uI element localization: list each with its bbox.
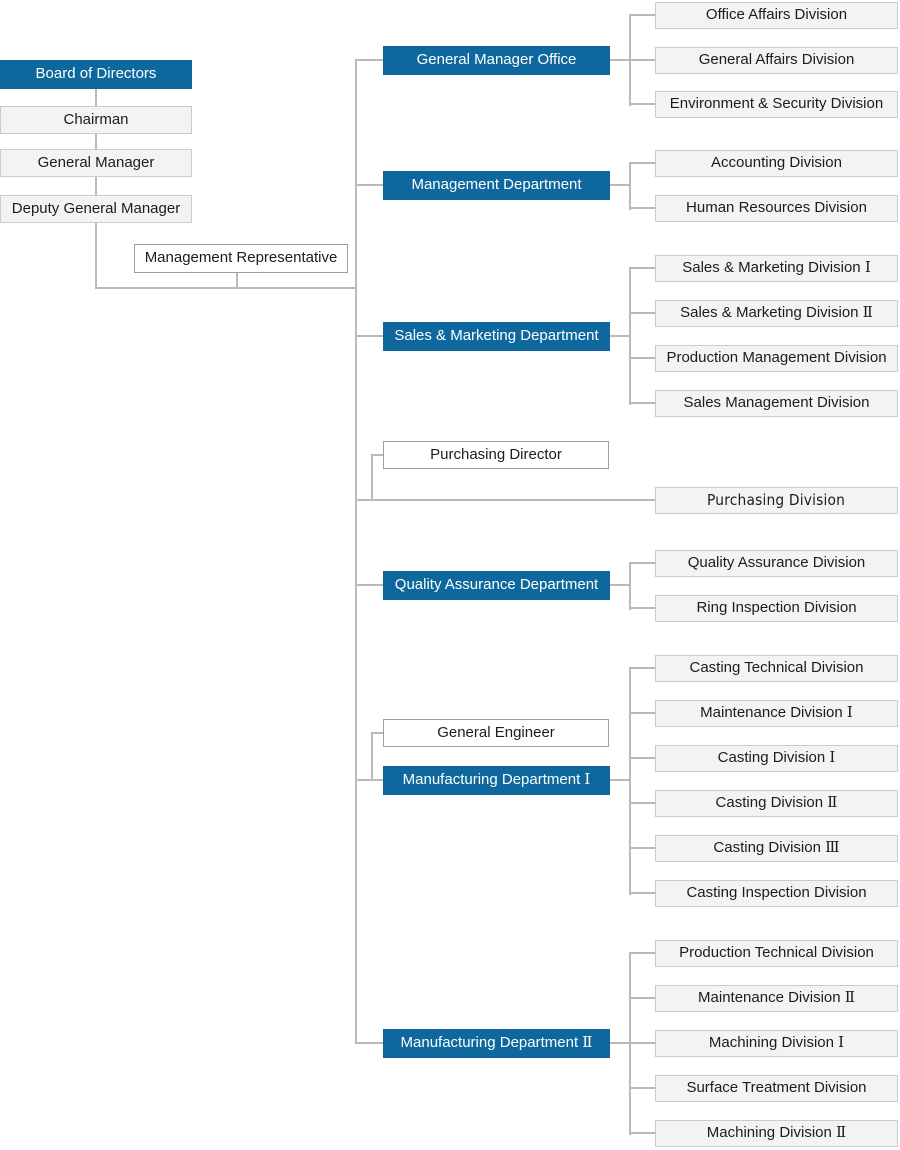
connector-line: [95, 287, 357, 289]
division-production-management: Production Management Division: [655, 345, 898, 372]
division-casting-technical: Casting Technical Division: [655, 655, 898, 682]
division-machining-1: Machining Division Ⅰ: [655, 1030, 898, 1057]
stub-line: [629, 162, 655, 164]
connector-line: [95, 177, 97, 195]
elbow-line: [371, 454, 383, 456]
division-production-technical: Production Technical Division: [655, 940, 898, 967]
division-casting-2: Casting Division Ⅱ: [655, 790, 898, 817]
division-machining-2: Machining Division Ⅱ: [655, 1120, 898, 1147]
stub-line: [629, 952, 655, 954]
division-casting-inspection: Casting Inspection Division: [655, 880, 898, 907]
division-casting-1: Casting Division Ⅰ: [655, 745, 898, 772]
node-board-of-directors: Board of Directors: [0, 60, 192, 89]
stub-line: [629, 607, 655, 609]
stub-line: [629, 207, 655, 209]
group-connector-line: [629, 267, 631, 405]
spine-line: [355, 59, 357, 1044]
branch-line: [610, 59, 631, 61]
division-maintenance-1: Maintenance Division Ⅰ: [655, 700, 898, 727]
branch-line: [610, 584, 631, 586]
connector-line: [95, 223, 97, 289]
branch-line: [355, 584, 383, 586]
dept-quality-assurance-department: Quality Assurance Department: [383, 571, 610, 600]
dept-general-manager-office: General Manager Office: [383, 46, 610, 75]
stub-line: [629, 1132, 655, 1134]
stub-line: [629, 312, 655, 314]
stub-line: [629, 757, 655, 759]
stub-line: [629, 267, 655, 269]
stub-line: [629, 1042, 655, 1044]
elbow-line: [371, 454, 373, 501]
stub-line: [629, 892, 655, 894]
stub-line: [629, 1087, 655, 1089]
stub-line: [629, 357, 655, 359]
stub-line: [629, 667, 655, 669]
node-chairman: Chairman: [0, 106, 192, 134]
connector-line: [95, 134, 97, 149]
division-sales-marketing-2: Sales & Marketing Division Ⅱ: [655, 300, 898, 327]
group-connector-line: [629, 162, 631, 210]
dept-purchasing-director: Purchasing Director: [383, 441, 609, 469]
stub-line: [629, 802, 655, 804]
division-accounting: Accounting Division: [655, 150, 898, 177]
group-connector-line: [629, 562, 631, 610]
branch-line: [355, 779, 383, 781]
node-deputy-general-manager: Deputy General Manager: [0, 195, 192, 223]
dept-management-department: Management Department: [383, 171, 610, 200]
stub-line: [629, 997, 655, 999]
stub-line: [629, 712, 655, 714]
branch-line: [355, 335, 383, 337]
elbow-line: [371, 732, 373, 781]
division-purchasing: Purchasing Division: [655, 487, 898, 514]
dept-general-engineer: General Engineer: [383, 719, 609, 747]
division-purchasing-label: Purchasing Division: [707, 491, 846, 510]
branch-line: [355, 184, 383, 186]
branch-line: [355, 499, 655, 501]
stub-line: [629, 562, 655, 564]
branch-line: [610, 335, 631, 337]
division-maintenance-2: Maintenance Division Ⅱ: [655, 985, 898, 1012]
division-surface-treatment: Surface Treatment Division: [655, 1075, 898, 1102]
division-environment-security: Environment & Security Division: [655, 91, 898, 118]
group-connector-line: [629, 667, 631, 895]
dept-manufacturing-department-2: Manufacturing Department Ⅱ: [383, 1029, 610, 1058]
connector-line: [95, 89, 97, 106]
branch-line: [610, 1042, 631, 1044]
branch-line: [355, 59, 383, 61]
branch-line: [610, 779, 631, 781]
division-human-resources: Human Resources Division: [655, 195, 898, 222]
stub-line: [629, 847, 655, 849]
stub-line: [629, 103, 655, 105]
division-office-affairs: Office Affairs Division: [655, 2, 898, 29]
stub-line: [629, 402, 655, 404]
stub-line: [629, 14, 655, 16]
branch-line: [610, 184, 631, 186]
connector-line: [236, 273, 238, 289]
division-casting-3: Casting Division Ⅲ: [655, 835, 898, 862]
branch-line: [355, 1042, 383, 1044]
division-general-affairs: General Affairs Division: [655, 47, 898, 74]
division-sales-marketing-1: Sales & Marketing Division Ⅰ: [655, 255, 898, 282]
division-ring-inspection: Ring Inspection Division: [655, 595, 898, 622]
elbow-line: [371, 732, 383, 734]
node-management-representative: Management Representative: [134, 244, 348, 273]
division-quality-assurance: Quality Assurance Division: [655, 550, 898, 577]
stub-line: [629, 59, 655, 61]
dept-sales-marketing-department: Sales & Marketing Department: [383, 322, 610, 351]
dept-manufacturing-department-1: Manufacturing Department Ⅰ: [383, 766, 610, 795]
division-sales-management: Sales Management Division: [655, 390, 898, 417]
node-general-manager: General Manager: [0, 149, 192, 177]
